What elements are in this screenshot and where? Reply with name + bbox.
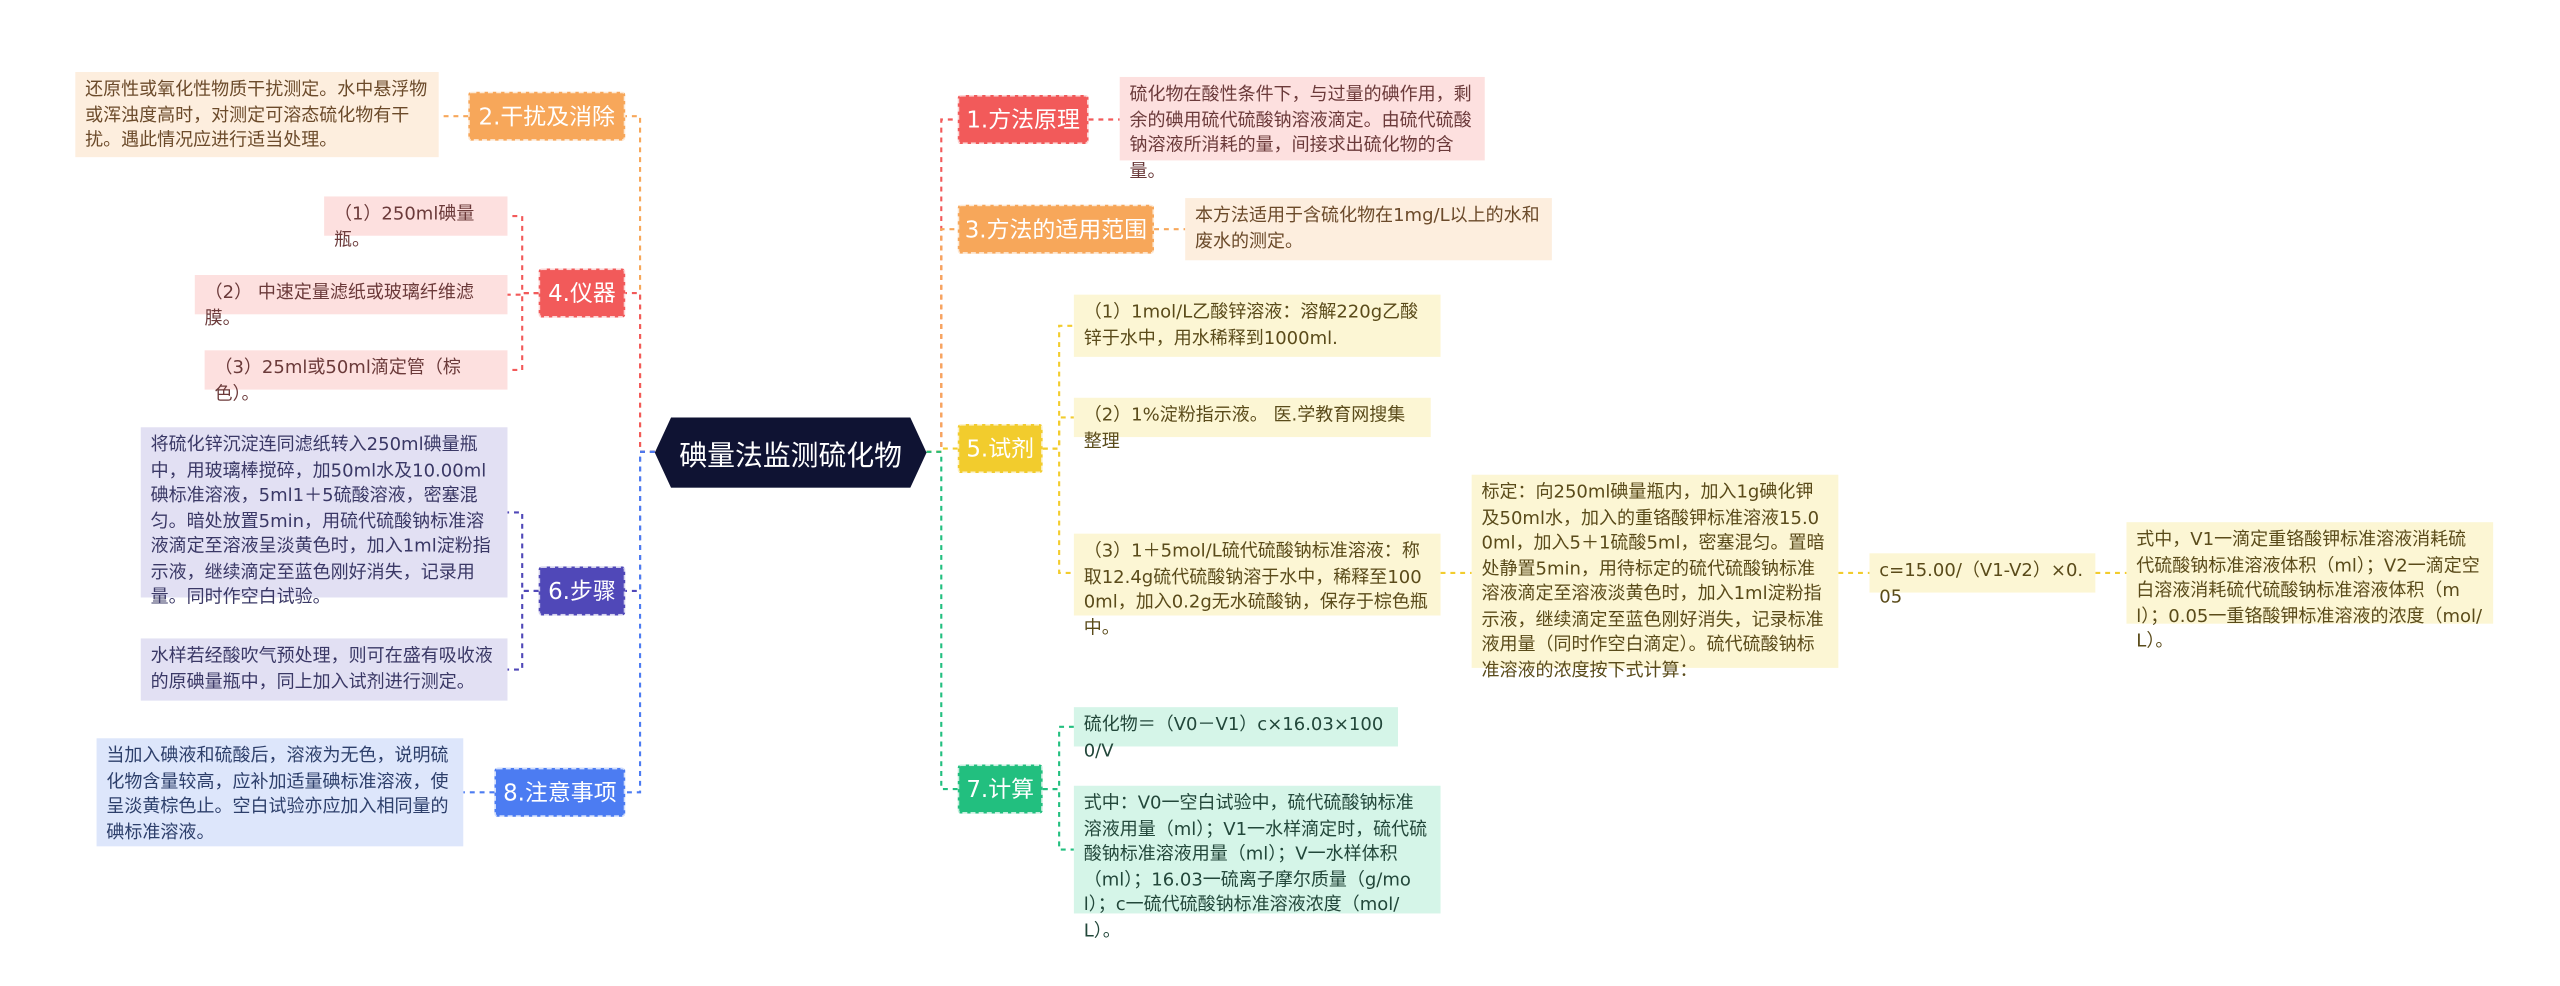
link-b4-leaf3 — [507, 291, 539, 372]
branch-method-principle[interactable]: 1.方法原理 — [957, 94, 1089, 145]
leaf-notes: 当加入碘液和硫酸后，溶液为无色，说明硫化物含量较高，应补加适量碘标准溶液，使呈淡… — [96, 738, 464, 847]
leaf-scope: 本方法适用于含硫化物在1mg/L以上的水和废水的测定。 — [1185, 198, 1552, 261]
leaf-interference: 还原性或氧化性物质干扰测定。水中悬浮物或浑浊度高时，对测定可溶态硫化物有干扰。遇… — [75, 72, 439, 158]
link-root-b3 — [926, 228, 958, 453]
link-root-b7 — [926, 450, 958, 791]
leaf-formula-explanation: 式中，V1一滴定重铬酸钾标准溶液消耗硫代硫酸钠标准溶液体积（ml）；V2一滴定空… — [2126, 522, 2494, 652]
leaf-procedure-2: 水样若经酸吹气预处理，则可在盛有吸收液的原碘量瓶中，同上加入试剂进行测定。 — [140, 638, 508, 701]
link-root-b2 — [625, 115, 655, 453]
leaf-concentration-formula: c=15.00/（V1-V2）×0.05 — [1869, 553, 2096, 607]
link-b4-leaf1 — [507, 215, 539, 295]
link-root-b6 — [625, 450, 655, 593]
leaf-calculation-formula: 硫化物＝（V0－V1）c×16.03×1000/V — [1073, 707, 1398, 760]
leaf-reagent-3: （3）1＋5mol/L硫代硫酸钠标准溶液：称取12.4g硫代硫酸钠溶于水中，稀释… — [1073, 533, 1441, 638]
branch-reagents[interactable]: 5.试剂 — [957, 423, 1043, 474]
leaf-reagent-1: （1）1mol/L乙酸锌溶液：溶解220g乙酸锌于水中，用水稀释到1000ml. — [1073, 294, 1441, 357]
leaf-instrument-2: （2） 中速定量滤纸或玻璃纤维滤膜。 — [194, 275, 508, 328]
leaf-method-principle: 硫化物在酸性条件下，与过量的碘作用，剩余的碘用硫代硫酸钠溶液滴定。由硫代硫酸钠溶… — [1119, 76, 1485, 181]
branch-calculation[interactable]: 7.计算 — [957, 764, 1043, 814]
branch-interference[interactable]: 2.干扰及消除 — [468, 91, 626, 141]
branch-procedure[interactable]: 6.步骤 — [538, 566, 626, 616]
link-b5-leaf3 — [1042, 447, 1074, 575]
branch-instruments[interactable]: 4.仪器 — [538, 268, 626, 318]
link-b5-leaf2 — [1042, 416, 1074, 450]
leaf-procedure-1: 将硫化锌沉淀连同滤纸转入250ml碘量瓶中，用玻璃棒搅碎，加50ml水及10.0… — [140, 427, 508, 607]
leaf-standardization: 标定：向250ml碘量瓶内，加入1g碘化钾及50ml水，加入的重铬酸钾标准溶液1… — [1471, 474, 1839, 680]
link-b6-leaf1 — [507, 511, 539, 593]
leaf-instrument-3: （3）25ml或50ml滴定管（棕色）。 — [204, 350, 508, 404]
link-b7-leaf2 — [1042, 787, 1074, 851]
leaf-reagent-2: （2）1%淀粉指示液。 医.学教育网搜集整理 — [1073, 397, 1431, 451]
leaf-instrument-1: （1）250ml碘量瓶。 — [324, 196, 508, 250]
branch-scope[interactable]: 3.方法的适用范围 — [957, 204, 1155, 254]
link-b7-leaf1 — [1042, 725, 1074, 791]
link-root-b4 — [625, 291, 655, 453]
link-b5-leaf1 — [1042, 324, 1074, 450]
root-topic[interactable]: 碘量法监测硫化物 — [654, 417, 927, 488]
link-b6-leaf2 — [507, 589, 539, 671]
leaf-calculation-explanation: 式中：V0一空白试验中，硫代硫酸钠标准溶液用量（ml）；V1一水样滴定时，硫代硫… — [1073, 785, 1441, 940]
branch-notes[interactable]: 8.注意事项 — [494, 767, 626, 817]
link-root-b8 — [625, 450, 655, 794]
